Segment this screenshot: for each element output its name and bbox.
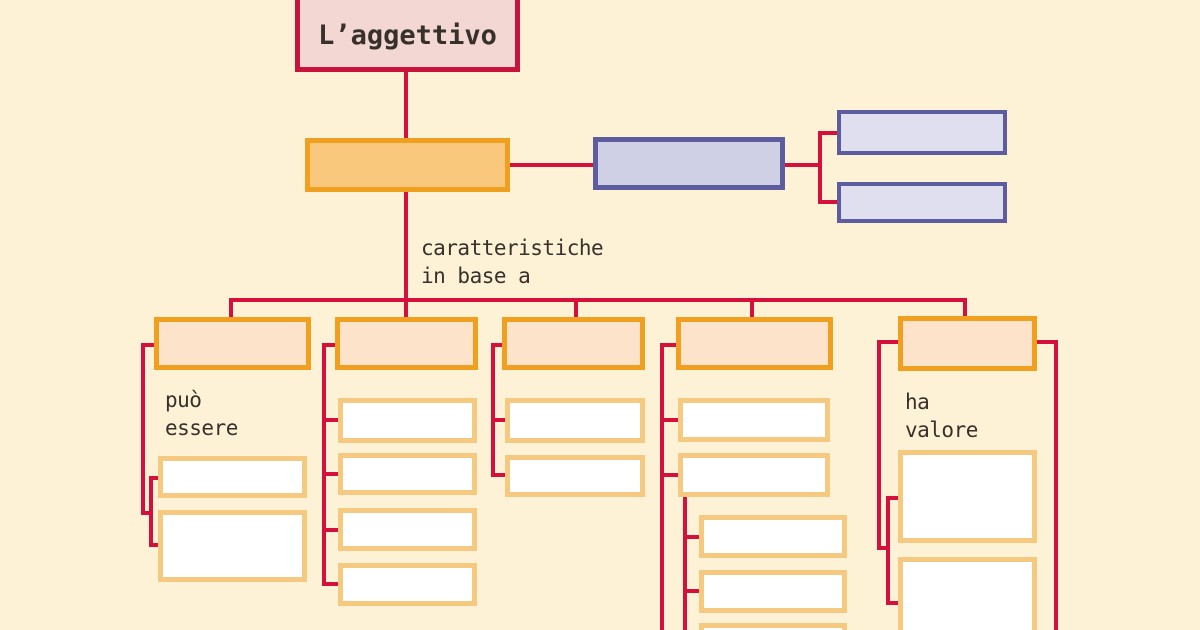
- feature2-option-1: [338, 398, 477, 443]
- feature-box-3: [502, 317, 645, 370]
- col1-turn: [141, 511, 153, 515]
- feature5-option-2: [898, 557, 1037, 630]
- branch-label: caratteristiche in base a: [421, 234, 604, 290]
- col4-stub-1: [660, 418, 678, 422]
- col1-attach: [141, 343, 154, 347]
- col3-stub-2: [491, 473, 505, 477]
- col1-stub-2: [149, 543, 158, 547]
- side-box: [593, 137, 785, 190]
- branch-drop-5: [963, 298, 967, 317]
- side-sub-box-2: [837, 182, 1007, 223]
- feature-box-1: [154, 317, 311, 370]
- col5-stub-2: [886, 601, 898, 605]
- col5-inner-vertical: [886, 496, 890, 605]
- feature-box-2: [335, 317, 478, 370]
- feature-box-5: [898, 316, 1037, 371]
- has-value-label-line2: valore: [905, 418, 978, 442]
- col5-vertical-right: [1054, 340, 1058, 630]
- feature4-option-1: [678, 398, 830, 442]
- col4-vertical: [660, 343, 664, 630]
- branch-horizontal: [229, 298, 967, 302]
- feature4-option-2: [678, 453, 830, 497]
- branch-drop-2: [404, 298, 408, 317]
- col2-stub-4: [322, 582, 338, 586]
- col5-turn: [877, 546, 890, 550]
- main-feature-box: [305, 138, 510, 192]
- col4-attach: [660, 343, 676, 347]
- feature4-sub-option-3: [699, 623, 847, 630]
- col2-vertical: [322, 343, 326, 586]
- connector-child-to-side: [510, 163, 593, 167]
- feature2-option-2: [338, 453, 477, 495]
- col2-stub-3: [322, 528, 338, 532]
- col4-sub-stub-1: [683, 535, 699, 539]
- page-title: L’aggettivo: [318, 19, 497, 51]
- col5-stub-1: [886, 496, 898, 500]
- side-bracket-vertical: [818, 131, 822, 204]
- col2-stub-1: [322, 418, 338, 422]
- side-bracket-stub-bottom: [818, 200, 837, 204]
- col5-vertical-left: [877, 340, 881, 550]
- feature5-option-1: [898, 450, 1037, 543]
- connector-title-to-child: [404, 72, 408, 138]
- feature2-option-3: [338, 508, 477, 551]
- feature-box-4: [676, 317, 833, 370]
- can-be-label-line2: essere: [165, 416, 238, 440]
- feature4-sub-option-2: [699, 570, 847, 613]
- col3-stub-1: [491, 418, 505, 422]
- branch-drop-1: [229, 298, 233, 317]
- col2-attach: [322, 343, 335, 347]
- connector-child-to-branch: [404, 192, 408, 302]
- has-value-label: ha valore: [905, 388, 978, 444]
- col3-attach: [491, 343, 502, 347]
- col1-stub-1: [149, 476, 158, 480]
- col4-sub-stub-2: [683, 589, 699, 593]
- branch-label-line1: caratteristiche: [421, 236, 604, 260]
- branch-drop-4: [750, 298, 754, 317]
- feature2-option-4: [338, 563, 477, 606]
- col4-sub-vertical: [683, 497, 687, 630]
- branch-drop-3: [574, 298, 578, 317]
- has-value-label-line1: ha: [905, 390, 930, 414]
- col3-vertical: [491, 343, 495, 477]
- title-box: L’aggettivo: [295, 0, 520, 72]
- side-sub-box-1: [837, 110, 1007, 155]
- feature4-sub-option-1: [699, 515, 847, 558]
- feature3-option-2: [505, 455, 645, 497]
- feature1-option-1: [158, 456, 307, 498]
- can-be-label-line1: può: [165, 388, 202, 412]
- side-bracket-stub-top: [818, 131, 837, 135]
- col5-attach-right: [1037, 340, 1058, 344]
- col1-vertical: [141, 343, 145, 515]
- col5-attach-left: [877, 340, 900, 344]
- branch-label-line2: in base a: [421, 264, 531, 288]
- col2-stub-2: [322, 472, 338, 476]
- feature1-option-2: [158, 510, 307, 582]
- can-be-label: può essere: [165, 386, 238, 442]
- col4-stub-2: [660, 473, 678, 477]
- connector-side-to-bracket: [785, 163, 822, 167]
- feature3-option-1: [505, 398, 645, 443]
- col1-inner-vertical: [149, 476, 153, 547]
